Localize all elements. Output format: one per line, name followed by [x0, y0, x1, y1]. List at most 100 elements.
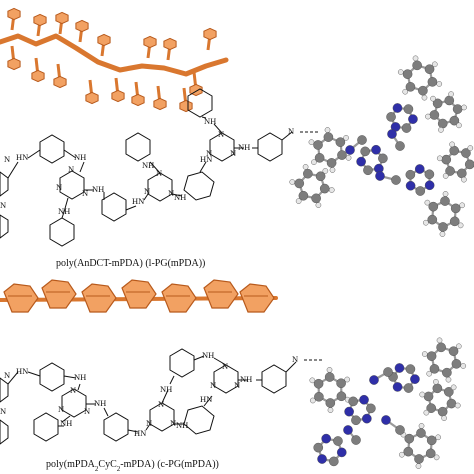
carbon-atom: [313, 442, 324, 453]
carbon-atom: [311, 193, 321, 204]
hydrogen-atom: [436, 337, 443, 344]
benzene-ring: [183, 405, 215, 435]
pendant-ring: [163, 37, 177, 51]
benzene-ring: [101, 192, 127, 222]
nitrogen-atom: [394, 363, 405, 373]
carbon-atom: [363, 165, 373, 176]
hydrogen-atom: [397, 69, 404, 75]
hydrogen-atom: [344, 376, 351, 383]
atom-label: N: [56, 182, 62, 192]
carbon-atom: [335, 137, 346, 147]
carbon-atom: [425, 448, 436, 459]
carbon-atom: [378, 153, 388, 164]
carbon-atom: [401, 123, 412, 133]
carbon-atom: [440, 196, 450, 206]
hydrogen-atom: [433, 379, 439, 385]
atom-label: NH: [92, 184, 104, 194]
macrocycle-bead: [41, 279, 77, 309]
nitrogen-atom: [343, 425, 353, 435]
atom-label: HN: [200, 394, 212, 404]
hydrogen-atom: [326, 367, 333, 373]
carbon-atom: [324, 372, 335, 382]
carbon-atom: [424, 169, 435, 180]
pendant-ring: [7, 7, 21, 21]
carbon-atom: [416, 428, 426, 438]
carbon-atom: [315, 171, 326, 182]
atom-label: NH: [176, 420, 188, 430]
nitrogen-atom: [344, 406, 354, 417]
benzene-ring: [261, 364, 287, 394]
carbon-atom: [445, 166, 455, 176]
nitrogen-atom: [405, 180, 416, 191]
carbon-atom: [403, 383, 414, 393]
atom-label: N: [230, 148, 236, 158]
carbon-atom: [405, 169, 416, 180]
benzene-ring: [49, 217, 75, 247]
atom-label: N: [292, 354, 298, 364]
hydrogen-atom: [345, 155, 352, 161]
hydrogen-atom: [439, 231, 446, 237]
atom-label: NH: [60, 418, 72, 428]
carbon-atom: [403, 104, 414, 114]
pendant-ring: [53, 75, 67, 89]
carbon-atom: [402, 69, 413, 79]
pendant-ring: [85, 91, 99, 105]
carbon-atom: [294, 178, 305, 189]
hydrogen-atom: [421, 94, 428, 101]
hydrogen-atom: [436, 155, 443, 162]
benzene-ring: [125, 132, 151, 162]
carbon-atom: [395, 425, 405, 435]
nitrogen-atom: [424, 180, 435, 191]
nitrogen-atom: [345, 145, 355, 155]
carbon-atom: [357, 135, 367, 145]
atom-label: N: [70, 385, 76, 395]
carbon-atom: [405, 364, 416, 374]
hydrogen-atom: [415, 463, 422, 469]
carbon-atom: [444, 95, 455, 106]
atom-label: N: [4, 154, 10, 164]
carbon-atom: [426, 435, 437, 446]
carbon-atom: [337, 150, 347, 160]
pendant-ring: [111, 89, 125, 103]
hydrogen-atom: [456, 122, 462, 129]
carbon-atom: [326, 158, 337, 168]
atom-label: NH: [74, 152, 86, 162]
nitrogen-atom: [408, 114, 418, 124]
hydrogen-atom: [295, 198, 302, 204]
hydrogen-atom: [438, 127, 444, 133]
nitrogen-atom: [392, 382, 403, 392]
cyclic-structure-atom-labels: N HN NH N N N NH NH HN N N N NH NH HN N …: [0, 350, 298, 438]
hydrogen-atom: [324, 127, 331, 133]
atom-label: N: [156, 168, 162, 178]
nitrogen-atom: [381, 415, 391, 425]
hydrogen-atom: [450, 384, 457, 391]
carbon-atom: [404, 433, 415, 444]
atom-label: HN: [16, 366, 28, 376]
carbon-atom: [313, 378, 324, 389]
hydrogen-atom: [449, 141, 455, 148]
hydrogen-atom: [457, 222, 464, 229]
atom-label: N: [4, 370, 10, 380]
carbon-atom: [325, 398, 336, 408]
hydrogen-atom: [460, 363, 467, 369]
hydrogen-atom: [322, 168, 329, 174]
pendant-ring: [179, 99, 193, 113]
hydrogen-atom: [419, 391, 426, 398]
carbon-atom: [336, 378, 346, 389]
carbon-atom: [449, 115, 460, 126]
benzene-ring: [39, 134, 65, 164]
carbon-atom: [383, 367, 393, 377]
benzene-ring: [33, 412, 59, 442]
atom-label: N: [158, 399, 164, 409]
carbon-atom: [314, 153, 325, 163]
atom-label: N: [222, 361, 228, 371]
hydrogen-atom: [454, 402, 461, 409]
nitrogen-atom: [362, 413, 372, 424]
linear-ball-and-stick-model: [289, 55, 474, 237]
hydrogen-atom: [467, 145, 474, 151]
hydrogen-atom: [430, 95, 436, 102]
nitrogen-atom: [371, 144, 381, 155]
carbon-atom: [323, 132, 334, 142]
atom-label: NH: [202, 350, 214, 360]
